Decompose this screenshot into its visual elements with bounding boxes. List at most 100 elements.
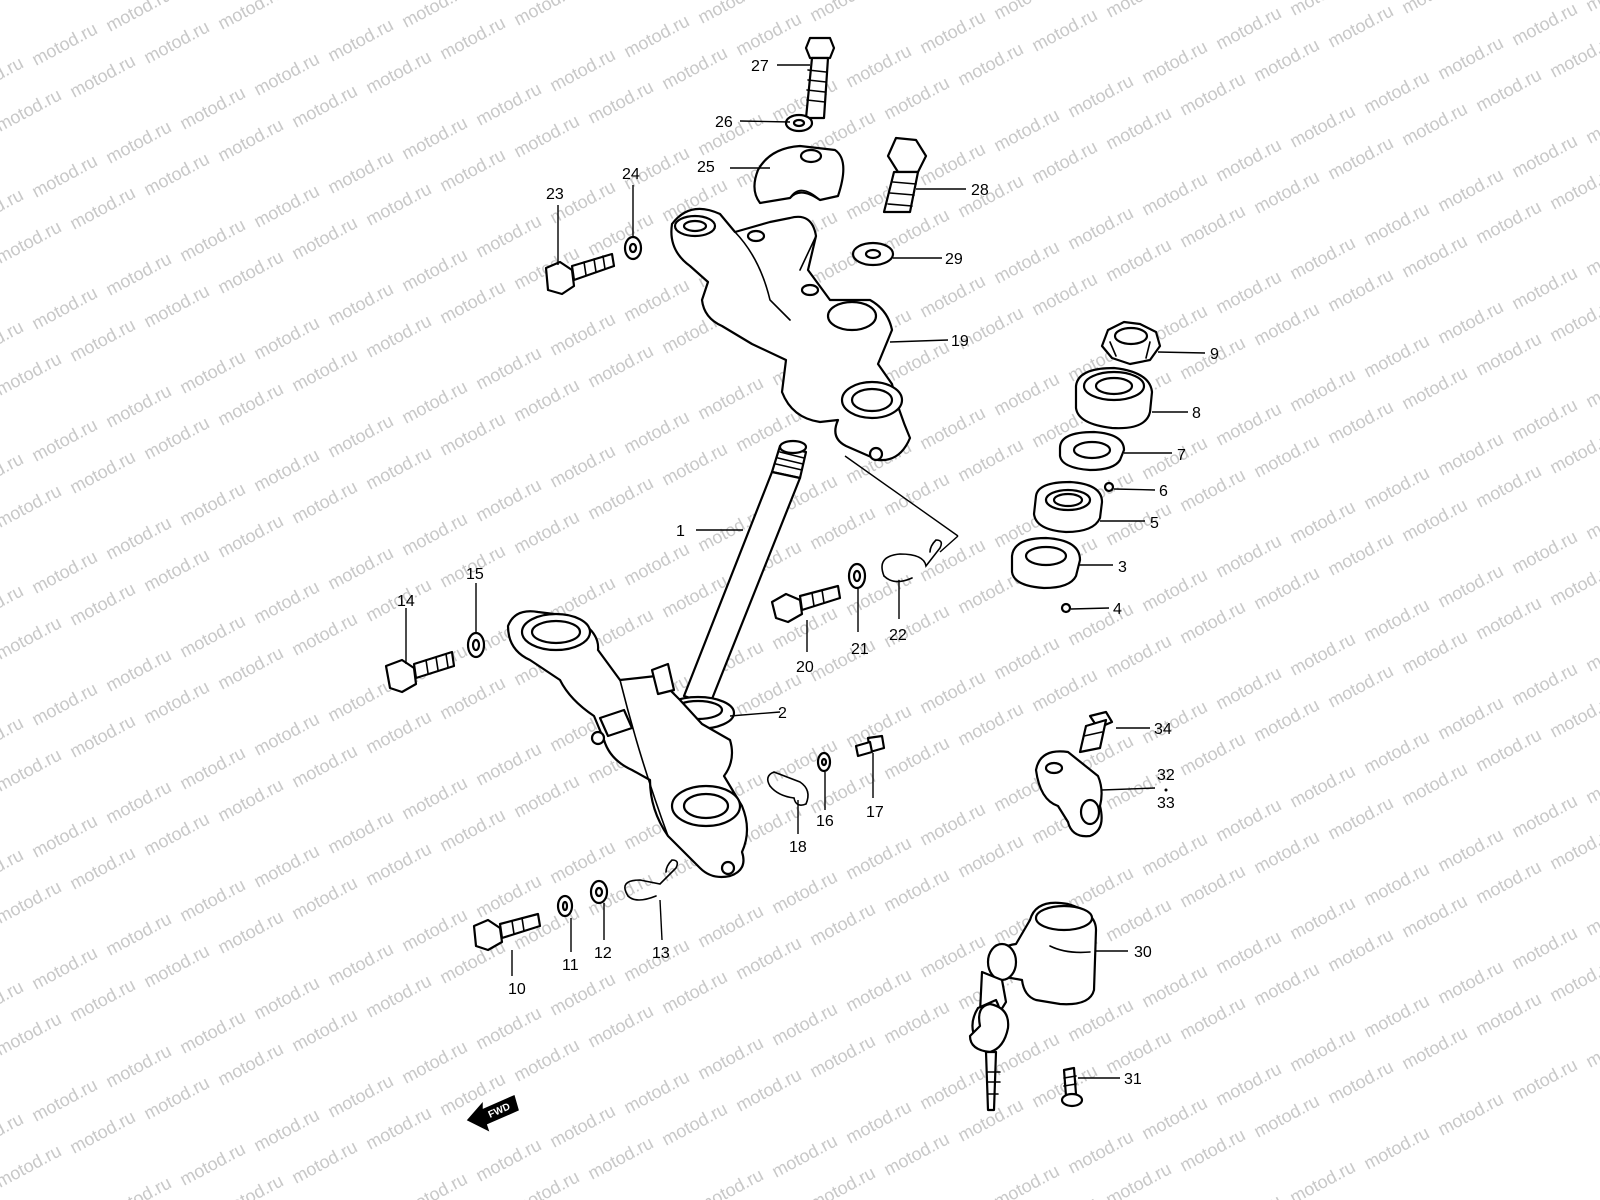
watermark-text: motod.ru [1582,1021,1600,1072]
watermark-text: motod.ru [102,249,174,300]
watermark-text: motod.ru [1286,497,1358,548]
watermark-text: motod.ru [1398,0,1470,18]
part-28-bolt [882,136,928,214]
watermark-text: motod.ru [0,713,27,764]
watermark-text: motod.ru [584,1001,656,1052]
lower-bracket [506,610,749,879]
watermark-text: motod.ru [1546,823,1600,874]
part-25-holder-cap [753,144,845,205]
watermark-text: motod.ru [28,19,100,70]
watermark-text: motod.ru [1212,1191,1284,1200]
watermark-text: motod.ru [0,317,27,368]
part-23-bolt [544,252,616,296]
watermark-text: motod.ru [472,739,544,790]
watermark-text: motod.ru [0,581,27,632]
part-34-screw [1078,710,1114,754]
watermark-text: motod.ru [880,469,952,520]
watermark-text: motod.ru [1360,331,1432,382]
watermark-text: motod.ru [1176,201,1248,252]
part-27-bolt [804,36,836,120]
watermark-text: motod.ru [546,837,618,888]
watermark-text: motod.ru [1176,729,1248,780]
watermark-text: motod.ru [1176,861,1248,912]
watermark-text: motod.ru [1176,465,1248,516]
watermark-text: motod.ru [1102,235,1174,286]
part-17-bolt [854,734,886,758]
watermark-text: motod.ru [658,967,730,1018]
watermark-text: motod.ru [0,481,65,532]
watermark-text: motod.ru [1472,461,1544,512]
callout-labels: 27 26 25 23 24 28 29 19 9 8 7 6 5 3 4 1 … [397,58,1219,1088]
watermark-text: motod.ru [1102,0,1174,22]
watermark-text: motod.ru [1360,991,1432,1042]
watermark-text: motod.ru [66,183,138,234]
watermark-text: motod.ru [362,311,434,362]
watermark-text: motod.ru [214,643,286,694]
watermark-text: motod.ru [768,1131,840,1182]
watermark-text: motod.ru [990,237,1062,288]
watermark-text: motod.ru [436,277,508,328]
watermark-text: motod.ru [1360,199,1432,250]
watermark-text: motod.ru [510,771,582,822]
part-3-race [1010,536,1082,590]
watermark-text: motod.ru [510,1035,582,1086]
watermark-text: motod.ru [362,971,434,1022]
watermark-text: motod.ru [1360,1123,1432,1174]
watermark-text: motod.ru [140,677,212,728]
watermark-text: motod.ru [1434,561,1506,612]
watermark-text: motod.ru [990,633,1062,684]
watermark-text: motod.ru [806,899,878,950]
callout-7: 7 [1177,447,1186,464]
part-9-nut [1100,320,1162,366]
watermark-text: motod.ru [324,279,396,330]
watermark-text: motod.ru [916,931,988,982]
callout-20: 20 [796,659,814,676]
watermark-text: motod.ru [1324,529,1396,580]
watermark-text: motod.ru [288,1005,360,1056]
watermark-text: motod.ru [1028,665,1100,716]
watermark-text: motod.ru [0,185,27,236]
watermark-text: motod.ru [1508,0,1580,50]
watermark-text: motod.ru [1286,761,1358,812]
watermark-text: motod.ru [1286,629,1358,680]
watermark-text: motod.ru [1102,895,1174,946]
watermark-text: motod.ru [1212,399,1284,450]
watermark-text: motod.ru [1472,329,1544,380]
watermark-text: motod.ru [472,1003,544,1054]
watermark-text: motod.ru [1286,1157,1358,1200]
watermark-text: motod.ru [620,275,692,326]
watermark-text: motod.ru [990,0,1062,24]
watermark-text: motod.ru [1472,725,1544,776]
part-16-washer [816,751,832,773]
watermark-text: motod.ru [546,441,618,492]
watermark-text: motod.ru [1286,233,1358,284]
watermark-text: motod.ru [1028,5,1100,56]
watermark-text: motod.ru [510,1167,582,1200]
watermark-text: motod.ru [1250,827,1322,878]
callout-18: 18 [789,839,807,856]
watermark-text: motod.ru [1398,891,1470,942]
watermark-text: motod.ru [954,699,1026,750]
watermark-text: motod.ru [1472,857,1544,908]
watermark-text: motod.ru [0,349,65,400]
watermark-text: motod.ru [1546,955,1600,1006]
watermark-text: motod.ru [1250,1091,1322,1142]
watermark-text: motod.ru [0,85,65,136]
watermark-text: motod.ru [0,613,65,664]
callout-11: 11 [562,957,579,974]
callout-21: 21 [851,641,869,658]
watermark-text: motod.ru [842,833,914,884]
leader-lines [405,64,1206,1079]
watermark-text: motod.ru [140,941,212,992]
watermark-text: motod.ru [250,49,322,100]
watermark-text: motod.ru [0,1141,65,1192]
watermark-text: motod.ru [1102,499,1174,550]
watermark-text: motod.ru [0,449,27,500]
watermark-text: motod.ru [1324,925,1396,976]
watermark-text: motod.ru [28,151,100,202]
watermark-text: motod.ru [398,245,470,296]
callout-26: 26 [715,114,733,131]
watermark-text: motod.ru [584,77,656,128]
watermark-text: motod.ru [324,675,396,726]
watermark-text: motod.ru [1138,37,1210,88]
